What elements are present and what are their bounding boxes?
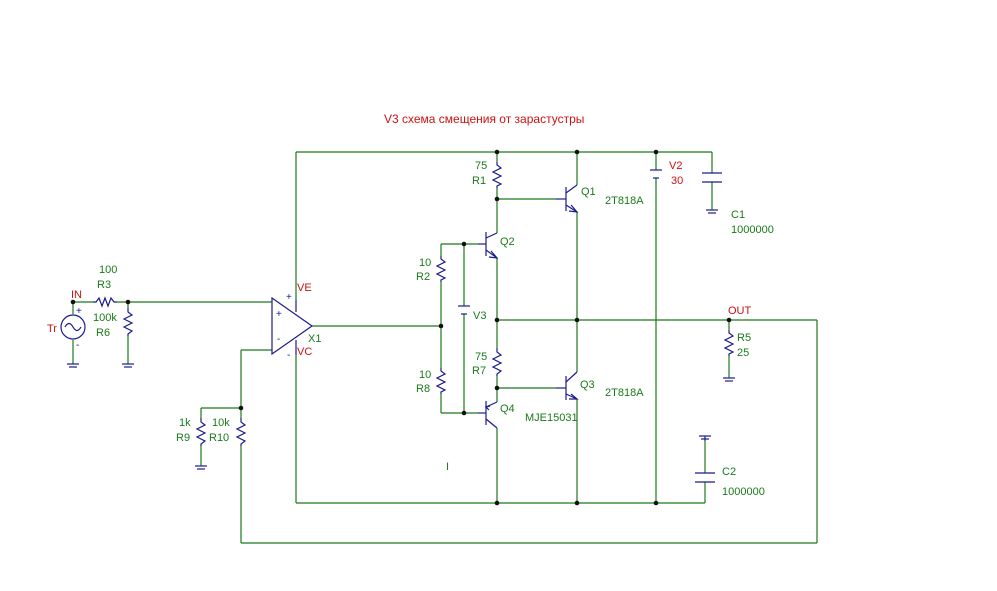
ground-icon: [195, 465, 207, 470]
resistor-r8[interactable]: 10 R8: [416, 368, 447, 395]
capacitor-c2[interactable]: C2 1000000: [695, 466, 765, 498]
r10-name: R10: [209, 432, 229, 444]
ground-icon: [67, 363, 79, 368]
x1-name: X1: [308, 333, 321, 345]
r3-value: 100: [99, 264, 117, 276]
q3-model: 2T818A: [605, 387, 644, 399]
q1-name: Q1: [581, 186, 596, 198]
ground-symbols: [67, 209, 735, 470]
wires: [72, 151, 818, 544]
opamp-ve-plus: +: [286, 292, 292, 303]
resistor-r7[interactable]: 75 R7: [472, 348, 503, 377]
q1-model: 2T818A: [605, 195, 644, 207]
ground-icon: [723, 377, 735, 382]
r8-name: R8: [416, 383, 430, 395]
capacitor-c1[interactable]: C1 1000000: [702, 172, 774, 236]
battery-v2[interactable]: V2 30: [650, 160, 683, 187]
battery-v3[interactable]: V3: [458, 305, 486, 322]
ground-icon: [122, 363, 134, 368]
opamp-x1[interactable]: + - + - X1 VE VC: [271, 282, 321, 361]
opamp-vc-minus: -: [287, 350, 290, 361]
q4-name: Q4: [500, 403, 515, 415]
resistor-r2[interactable]: 10 R2: [416, 256, 447, 283]
resistor-r10[interactable]: 10k R10: [209, 417, 247, 446]
schematic-title: V3 схема смещения от зарастустры: [384, 112, 584, 126]
source-minus-pin: -: [76, 340, 79, 351]
ground-icon: [706, 209, 718, 214]
c1-value: 1000000: [731, 224, 774, 236]
r8-value: 10: [419, 369, 431, 381]
source-name: Tr: [47, 323, 57, 335]
r6-name: R6: [96, 327, 110, 339]
resistor-r3[interactable]: 100 R3: [93, 264, 117, 308]
ground-icon: [699, 435, 711, 441]
resistor-r1[interactable]: 75 R1: [472, 160, 503, 188]
r7-name: R7: [472, 365, 486, 377]
junction-nodes: [70, 149, 732, 506]
q2-name: Q2: [500, 236, 515, 248]
r9-name: R9: [176, 432, 190, 444]
r1-value: 75: [475, 160, 487, 172]
v2-value: 30: [671, 175, 683, 187]
q4-model: MJE15031: [525, 412, 578, 424]
r6-value: 100k: [93, 312, 117, 324]
v3-name: V3: [473, 310, 486, 322]
opamp-plus-pin: +: [276, 309, 282, 320]
transistor-q2[interactable]: Q2: [478, 232, 515, 259]
net-ve-label: VE: [297, 282, 312, 294]
r2-name: R2: [416, 271, 430, 283]
text-cursor: I: [446, 461, 449, 473]
transistor-q4[interactable]: Q4 MJE15031: [478, 401, 578, 429]
transistor-q3[interactable]: Q3 2T818A: [556, 371, 644, 400]
signal-source-tr[interactable]: + - Tr: [47, 306, 86, 351]
net-in-label: IN: [71, 289, 82, 301]
r1-name: R1: [472, 175, 486, 187]
resistor-r5[interactable]: R5 25: [723, 330, 751, 359]
r5-name: R5: [737, 332, 751, 344]
r10-value: 10k: [212, 417, 230, 429]
c1-name: C1: [731, 209, 745, 221]
transistor-q1[interactable]: Q1 2T818A: [556, 184, 644, 213]
r7-value: 75: [475, 351, 487, 363]
c2-name: C2: [722, 466, 736, 478]
c2-value: 1000000: [722, 486, 765, 498]
net-out-label: OUT: [728, 305, 752, 317]
resistor-r6[interactable]: 100k R6: [93, 308, 134, 339]
opamp-minus-pin: -: [277, 334, 280, 345]
resistor-r9[interactable]: 1k R9: [176, 417, 207, 446]
r2-value: 10: [419, 257, 431, 269]
q3-name: Q3: [580, 379, 595, 391]
r5-value: 25: [737, 347, 749, 359]
r9-value: 1k: [179, 417, 191, 429]
source-plus-pin: +: [76, 306, 82, 317]
net-vc-label: VC: [297, 346, 312, 358]
r3-name: R3: [97, 279, 111, 291]
v2-name: V2: [669, 160, 682, 172]
